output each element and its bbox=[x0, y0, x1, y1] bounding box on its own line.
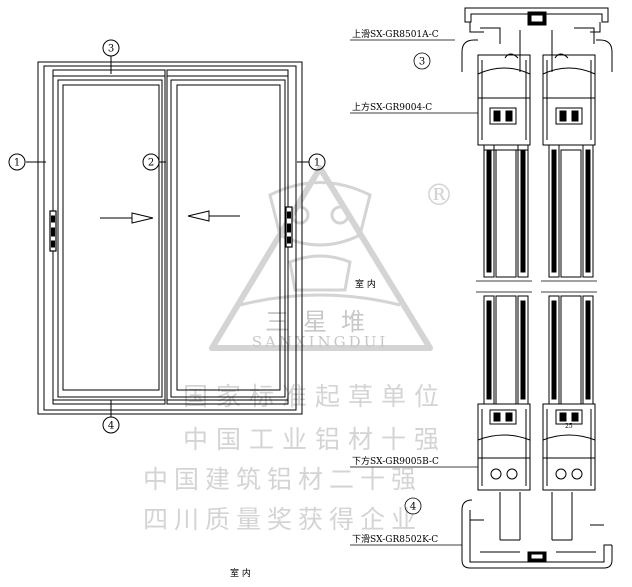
indoor-label-elevation: 室 内 bbox=[230, 567, 251, 579]
callout-right-stile-label: 1 bbox=[314, 158, 320, 169]
small-dimension: 25 bbox=[565, 423, 573, 430]
lower-right-sash bbox=[542, 403, 596, 491]
profile-bottom-sash-rail: 下方SX-GR9005B-C bbox=[352, 455, 439, 467]
watermark-registered: ® bbox=[424, 178, 454, 213]
top-track-profile bbox=[461, 7, 613, 72]
bottom-track-profile bbox=[461, 492, 613, 569]
upper-right-sash bbox=[542, 54, 596, 146]
watermark-logo-cn: 三星堆 bbox=[265, 308, 379, 336]
watermark-line-3: 中国建筑铝材二十强 bbox=[143, 465, 422, 494]
profile-leaders bbox=[350, 39, 478, 546]
callout-left-stile-label: 1 bbox=[14, 158, 20, 169]
lower-left-sash bbox=[477, 403, 531, 491]
profile-top-sash-rail: 上方SX-GR9004-C bbox=[352, 101, 432, 113]
callout-top-rail bbox=[102, 39, 120, 57]
watermark-line-4: 四川质量奖获得企业 bbox=[143, 505, 422, 534]
slide-right-arrow-icon bbox=[100, 212, 154, 224]
callout-meeting-stile bbox=[142, 153, 160, 171]
watermark-line-2: 中国工业铝材十强 bbox=[183, 425, 447, 454]
break-line bbox=[476, 280, 597, 293]
outer-frame bbox=[37, 61, 303, 415]
watermark-logo bbox=[209, 165, 433, 351]
callout-left-stile bbox=[8, 153, 26, 171]
left-handle-icon bbox=[49, 210, 57, 252]
right-glazing-upper bbox=[548, 144, 594, 278]
callout-right-stile bbox=[308, 153, 326, 171]
section-drawing bbox=[461, 7, 613, 569]
left-sash bbox=[52, 69, 166, 405]
callout-top-rail-label: 3 bbox=[108, 44, 114, 55]
profile-bottom-track: 下滑SX-GR8502K-C bbox=[352, 534, 438, 545]
slide-left-arrow-icon bbox=[187, 210, 240, 222]
callout-numbers: 3 4 1 2 1 bbox=[14, 44, 320, 432]
indoor-label-section: 室 内 bbox=[355, 278, 376, 290]
door-elevation bbox=[8, 39, 326, 434]
right-glazing-lower bbox=[548, 295, 594, 405]
section-callout-bottom: 4 bbox=[410, 502, 416, 513]
watermark-mask-icon bbox=[239, 181, 401, 307]
callout-bottom-rail-label: 4 bbox=[108, 421, 114, 432]
section-callout-top: 3 bbox=[419, 57, 425, 68]
left-glazing-upper bbox=[483, 144, 529, 278]
watermark: ® 三星堆 SANXINGDUI 国家标准起草单位 中国工业铝材十强 中国建筑铝… bbox=[143, 165, 454, 534]
watermark-logo-en: SANXINGDUI bbox=[252, 333, 389, 351]
right-sash bbox=[166, 69, 289, 405]
upper-left-sash bbox=[477, 54, 531, 146]
callout-meeting-stile-label: 2 bbox=[148, 158, 154, 169]
left-glazing-lower bbox=[483, 295, 529, 405]
callout-bottom-rail bbox=[102, 416, 120, 434]
right-handle-icon bbox=[285, 206, 293, 248]
profile-top-track: 上滑SX-GR8501A-C bbox=[352, 29, 439, 40]
